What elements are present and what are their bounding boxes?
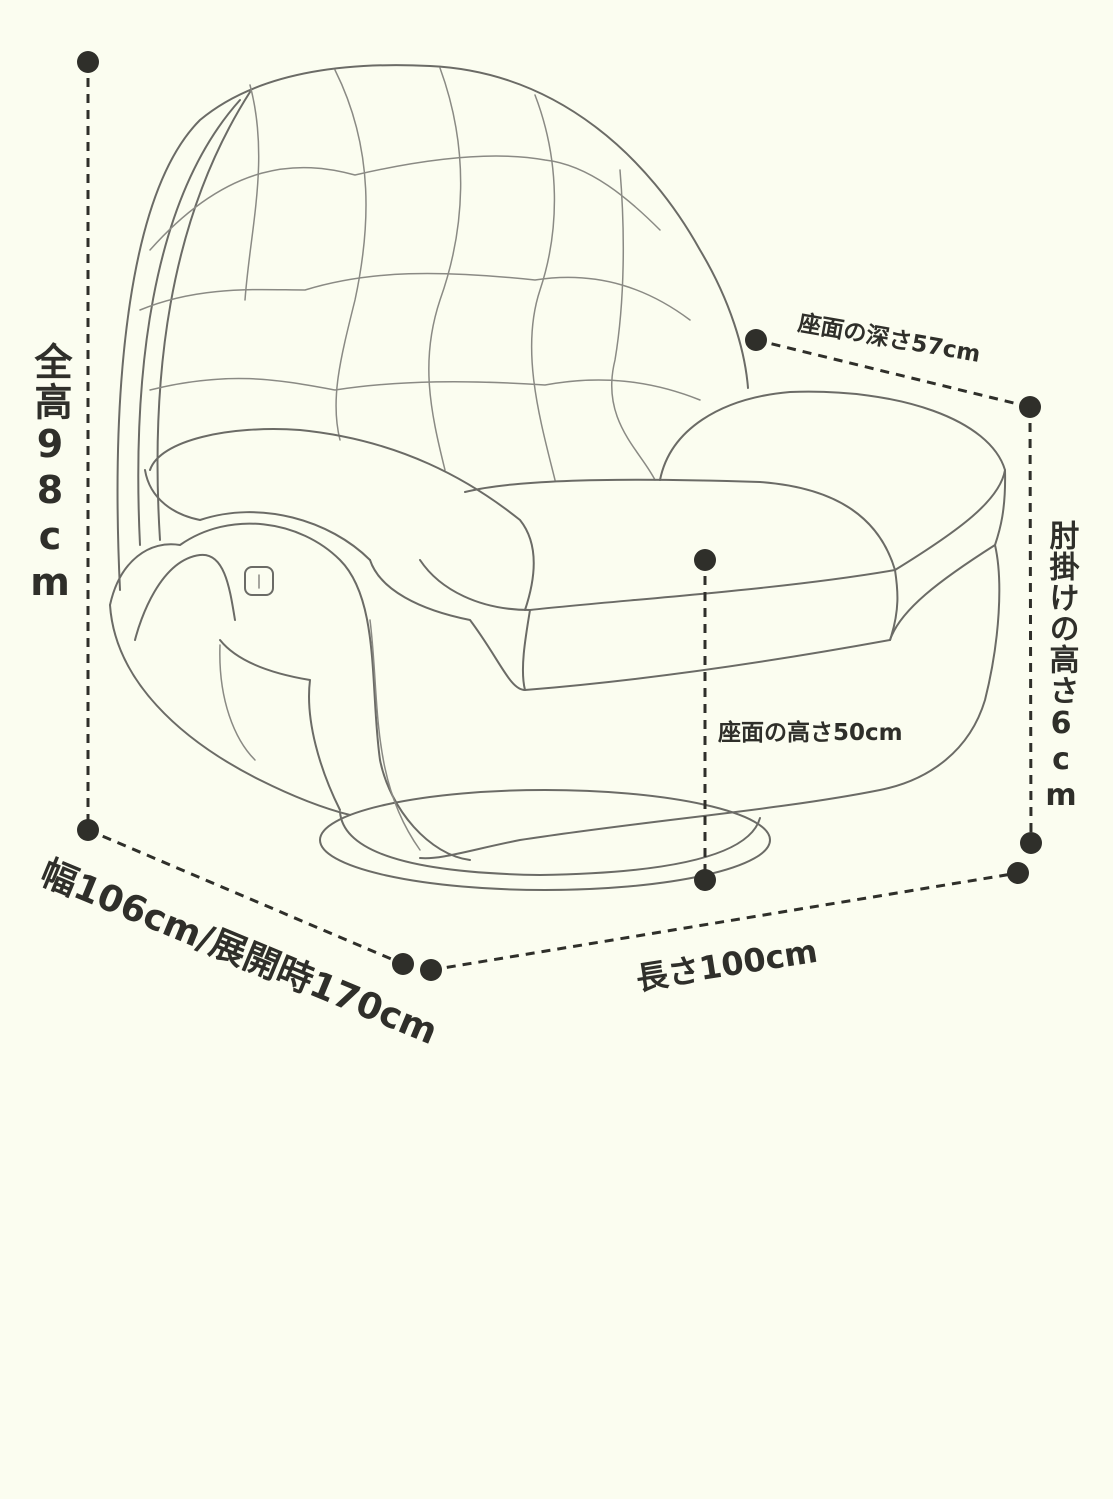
arm-height-dot-bottom [1020,832,1042,854]
length-dot-right [1007,862,1029,884]
total-height-dot-top [77,51,99,73]
tuft-seam-3 [428,67,462,471]
tuft-row-1 [149,155,661,251]
seat-height-dot-top [694,549,716,571]
seat-height-dot-bottom [694,869,716,891]
tuft-seam-2 [334,69,367,441]
recline-button [244,566,274,596]
seat-cushion-front [521,569,899,691]
backrest-side [137,99,241,546]
side-pocket [219,639,341,811]
seat-cushion-left [369,559,526,691]
recliner-sofa-illustration [109,64,1007,891]
left-body-front [134,553,236,641]
width-label: 幅106cm/展開時170cm [35,852,443,1053]
tuft-seam-4 [530,94,556,481]
seat-depth-label: 座面の深さ57cm [796,309,982,368]
tuft-row-2 [139,272,691,321]
left-lower-body [109,604,351,816]
dimension-lines [77,51,1042,981]
total-height-label-bg [28,318,76,598]
swivel-base-inner [339,811,761,876]
seat-height-label: 座面の高さ50cm [718,719,903,746]
tuft-seam-5 [610,169,656,481]
arm-height-label: 肘掛けの高さ6cm [1044,520,1080,814]
total-height-label: 全高98cm [28,341,73,606]
left-armrest-top [149,428,535,611]
arm-height-label-bg [1040,510,1084,800]
arm-height-line [1028,406,1033,844]
right-armrest-side [889,469,1007,641]
backrest-side-2 [156,91,251,541]
tuft-row-3 [149,377,701,401]
length-label: 長さ100cm [633,932,820,998]
left-armrest-panel [109,522,471,861]
backrest-shell [116,64,749,591]
right-armrest-top [659,390,1006,571]
length-dot-left [420,959,442,981]
right-body-seam [369,619,421,851]
seat-depth-dot-left [745,329,767,351]
swivel-base [319,789,771,891]
side-pocket-edge [219,644,256,761]
right-body [419,544,1001,860]
tuft-seam-1 [244,84,260,301]
length-line [430,871,1019,972]
left-armrest-front [144,469,371,561]
width-dot-right [392,953,414,975]
